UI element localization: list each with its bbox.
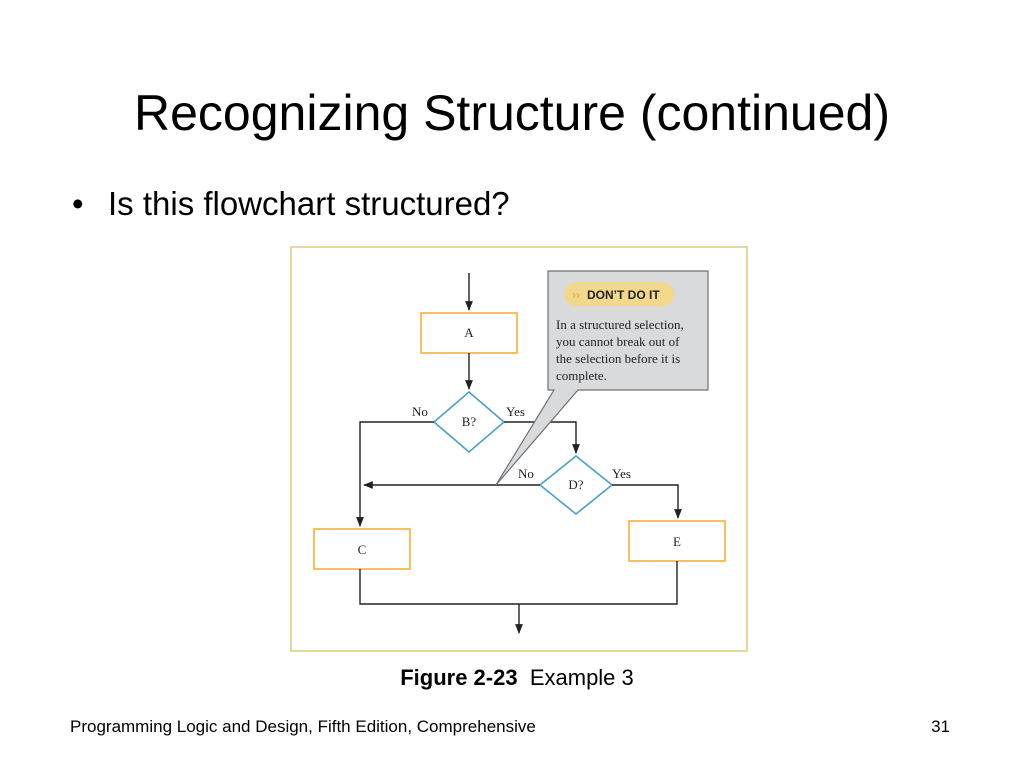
footer-text: Programming Logic and Design, Fifth Edit… — [70, 717, 536, 736]
slide-title: Recognizing Structure (continued) — [134, 85, 890, 141]
process-a-label: A — [464, 325, 474, 340]
callout-tag-arrows: ›› — [572, 288, 580, 302]
callout-line: you cannot break out of — [556, 334, 680, 349]
process-c-label: C — [358, 542, 367, 557]
process-c-box — [313, 528, 411, 570]
bullet-text: Is this flowchart structured? — [108, 185, 510, 222]
decision-b-diamond — [432, 390, 506, 454]
callout-bubble — [495, 270, 709, 486]
figure-caption-text: Example 3 — [529, 665, 634, 690]
d-no-label: No — [518, 466, 534, 481]
b-no-label: No — [412, 404, 428, 419]
callout-line: the selection before it is — [556, 351, 680, 366]
flowchart-diagram: A B? No Yes D? No Yes C E ›› — [313, 270, 726, 634]
figure-caption-label: Figure 2-23 — [400, 665, 518, 690]
b-no-path — [356, 421, 434, 527]
b-yes-label: Yes — [506, 404, 525, 419]
page-number: 31 — [931, 717, 950, 736]
decision-d-label: D? — [568, 477, 583, 492]
figure-frame: A B? No Yes D? No Yes C E ›› — [290, 246, 748, 652]
callout-tag-bg — [564, 282, 674, 306]
b-yes-path — [504, 421, 580, 454]
bullet-item: • Is this flowchart structured? — [72, 180, 510, 228]
callout-line: complete. — [556, 368, 607, 383]
callout-tag-text: DON’T DO IT — [587, 288, 660, 302]
figure-caption: Figure 2-23 Example 3 — [0, 662, 1024, 694]
process-e-label: E — [673, 534, 681, 549]
process-e-box — [628, 520, 726, 562]
d-yes-label: Yes — [612, 466, 631, 481]
callout-line: In a structured selection, — [556, 317, 684, 332]
bullet-marker: • — [72, 185, 84, 222]
decision-b-label: B? — [462, 414, 477, 429]
decision-d-diamond — [538, 454, 614, 516]
d-yes-path — [612, 484, 682, 519]
